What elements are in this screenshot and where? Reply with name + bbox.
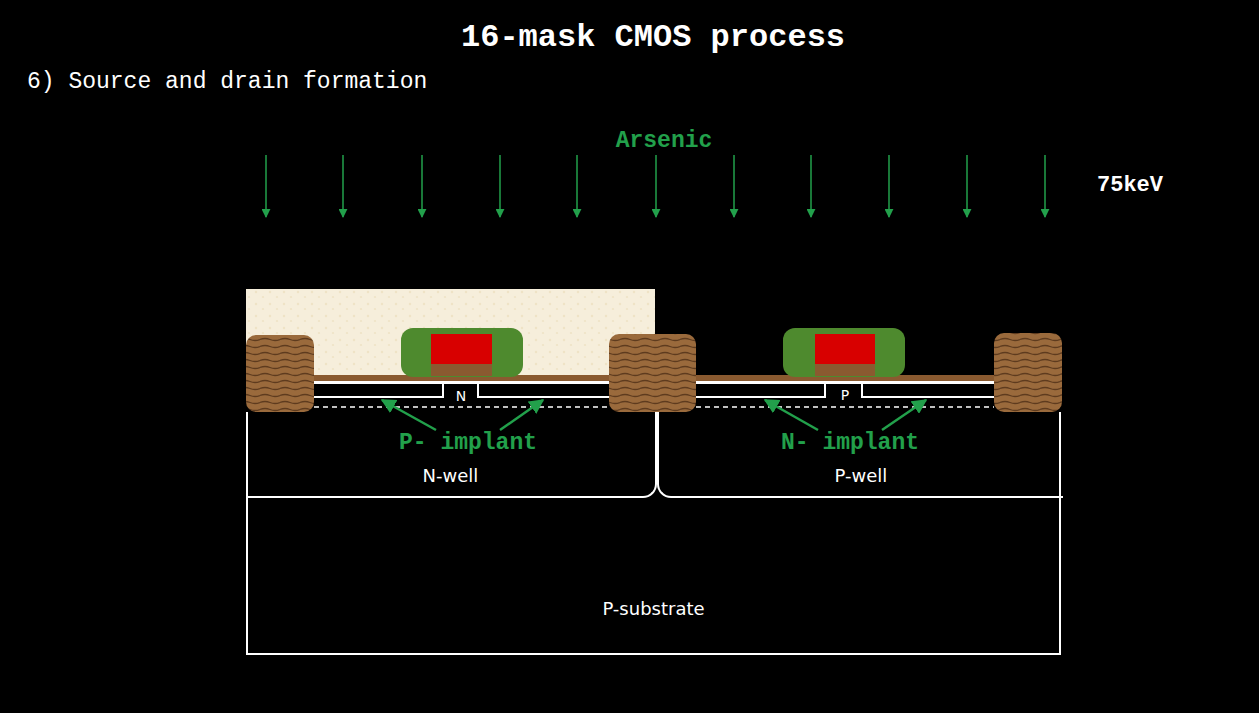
implant-label: N- implant	[781, 430, 919, 456]
ldd-outline	[862, 384, 994, 397]
region-label: N-well	[423, 465, 479, 486]
substrate-region: P-substrate N-well P-well	[246, 412, 1061, 655]
label-text: N	[456, 388, 466, 404]
silicon-surface	[696, 381, 994, 384]
ion-arrow	[1044, 155, 1046, 217]
ion-arrow	[888, 155, 890, 217]
implant-label: P- implant	[399, 430, 537, 456]
ldd-outline	[478, 384, 609, 397]
gate-stack	[401, 328, 523, 377]
label-text: P- implant	[399, 430, 537, 456]
label-text: 6) Source and drain formation	[27, 69, 427, 95]
leader-arrow	[500, 400, 543, 430]
region-label: P-substrate	[602, 598, 704, 619]
ion-arrow	[421, 155, 423, 217]
ion-arrow	[655, 155, 657, 217]
field-oxide	[246, 335, 314, 412]
page-title: 16-mask CMOS process	[461, 19, 845, 56]
gate-spacer	[783, 328, 905, 377]
leader-arrows	[382, 400, 926, 430]
gate-stack	[783, 328, 905, 377]
field-oxide	[994, 333, 1062, 412]
label-text: Arsenic	[616, 128, 713, 154]
step-heading: 6) Source and drain formation	[27, 69, 427, 95]
field-oxide	[609, 334, 696, 412]
leader-arrow	[765, 400, 818, 430]
region-label: P-well	[835, 465, 888, 486]
leader-arrow	[882, 400, 926, 430]
label-text: N- implant	[781, 430, 919, 456]
ldd-outline	[696, 384, 825, 397]
poly-gate	[815, 334, 875, 364]
ion-arrow	[810, 155, 812, 217]
label-text: P	[841, 387, 849, 403]
ion-arrow	[499, 155, 501, 217]
channel-label: N	[456, 388, 466, 404]
gate-oxide	[815, 364, 875, 376]
poly-gate	[431, 334, 492, 364]
silicon-surface	[314, 381, 610, 384]
title-text: 16-mask CMOS process	[461, 19, 845, 56]
leader-arrow	[382, 400, 436, 430]
gate-spacer	[401, 328, 523, 377]
arsenic-ion-arrows	[266, 155, 1045, 217]
channel-label: P	[841, 387, 849, 403]
junction-line	[696, 406, 994, 408]
dopant-label: Arsenic	[616, 128, 713, 154]
ion-arrow	[733, 155, 735, 217]
junction-line	[314, 406, 609, 408]
ldd-outline	[314, 384, 443, 397]
gate-oxide	[431, 364, 492, 376]
energy-label: 75keV	[1097, 173, 1163, 198]
ion-arrow	[265, 155, 267, 217]
ion-arrow	[966, 155, 968, 217]
label-text: 75keV	[1097, 173, 1163, 198]
ion-arrow	[576, 155, 578, 217]
ion-arrow	[342, 155, 344, 217]
